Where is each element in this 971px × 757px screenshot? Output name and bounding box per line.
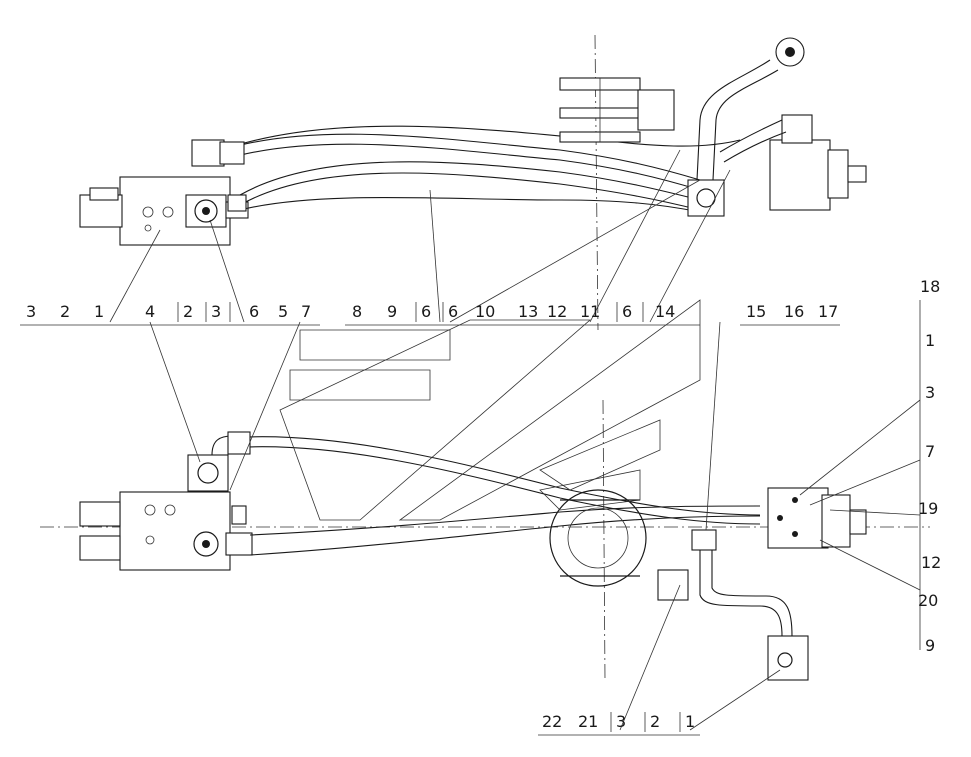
callout-label: 1 xyxy=(94,302,104,321)
callout-label: 9 xyxy=(387,302,397,321)
callout-label: 17 xyxy=(818,302,838,321)
bottom-hub xyxy=(549,489,647,587)
callout-label: 12 xyxy=(921,553,941,572)
callout-label: 13 xyxy=(518,302,538,321)
callout-top-row: 3 2 1 4 2 3 6 5 7 8 9 6 6 10 13 12 11 6 … xyxy=(26,302,838,321)
bottom-hose-bundle xyxy=(211,431,761,556)
callout-label: 12 xyxy=(547,302,567,321)
callout-label: 1 xyxy=(925,331,935,350)
callout-label: 6 xyxy=(249,302,259,321)
top-hose-bundle xyxy=(219,125,741,213)
bottom-valve-block xyxy=(79,454,253,571)
callout-label: 7 xyxy=(925,442,935,461)
callout-top-row-underlines xyxy=(20,302,840,326)
callout-label: 6 xyxy=(622,302,632,321)
top-bracket xyxy=(559,77,675,143)
callout-label: 8 xyxy=(352,302,362,321)
callout-label: 14 xyxy=(655,302,675,321)
top-elbow-pipe xyxy=(687,37,805,217)
callout-label: 3 xyxy=(925,383,935,402)
callout-label: 4 xyxy=(145,302,155,321)
callout-label: 15 xyxy=(746,302,766,321)
callout-label: 1 xyxy=(685,712,695,731)
callout-label: 10 xyxy=(475,302,495,321)
callout-label: 18 xyxy=(920,277,940,296)
callout-label: 3 xyxy=(211,302,221,321)
callout-label: 5 xyxy=(278,302,288,321)
callout-label: 16 xyxy=(784,302,804,321)
callout-label: 19 xyxy=(918,499,938,518)
top-pump xyxy=(719,114,867,211)
callout-bottom-row: 22 21 3 2 1 xyxy=(538,712,700,736)
callout-label: 3 xyxy=(26,302,36,321)
callout-label: 6 xyxy=(421,302,431,321)
leader-outlines xyxy=(279,299,701,521)
callout-label: 11 xyxy=(580,302,600,321)
callout-label: 22 xyxy=(542,712,562,731)
callout-label: 2 xyxy=(650,712,660,731)
bottom-elbow-pipe xyxy=(657,529,809,681)
callout-label: 2 xyxy=(183,302,193,321)
callout-label: 20 xyxy=(918,591,938,610)
bottom-pump xyxy=(767,487,867,549)
callout-label: 3 xyxy=(616,712,626,731)
callout-right-column: 18 1 3 7 19 12 20 9 xyxy=(918,277,941,655)
callout-label: 9 xyxy=(925,636,935,655)
leader-lines xyxy=(109,149,921,731)
callout-label: 7 xyxy=(301,302,311,321)
callout-label: 21 xyxy=(578,712,598,731)
callout-label: 2 xyxy=(60,302,70,321)
callout-label: 6 xyxy=(448,302,458,321)
